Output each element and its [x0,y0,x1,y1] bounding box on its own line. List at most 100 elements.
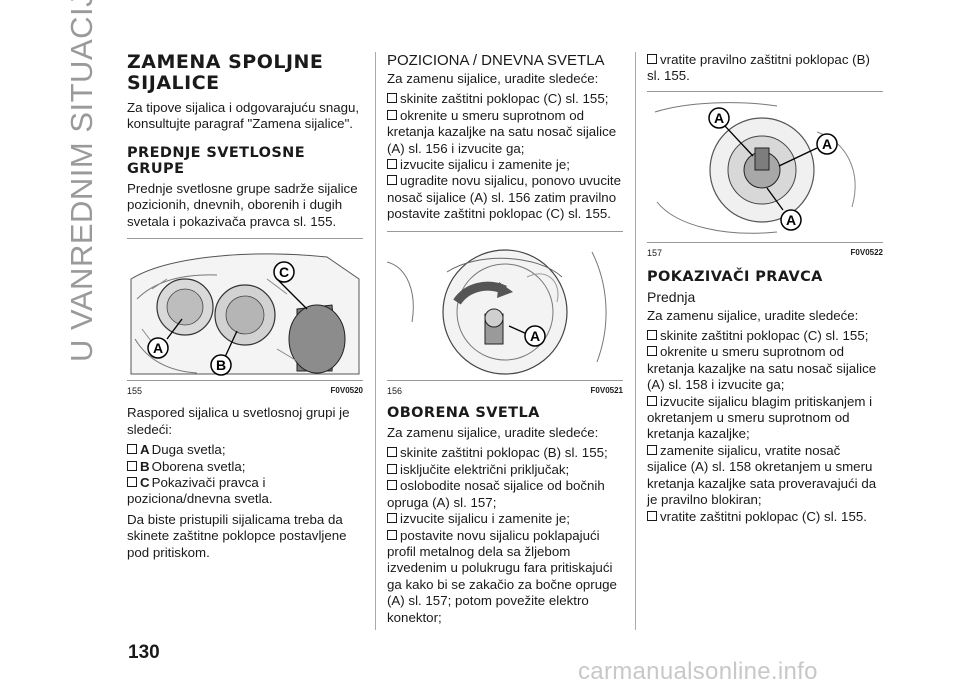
column-3: vratite pravilno zaštitni poklopac (B) s… [647,52,883,525]
checkbox-icon [127,460,137,471]
step-text: izvucite sijalicu i zamenite je; [400,511,570,527]
callout-a: A [530,328,540,344]
step-item: vratite pravilno zaštitni poklopac (B) s… [647,52,883,85]
step-item: skinite zaštitni poklopac (C) sl. 155; [647,328,883,344]
column-divider [635,52,636,630]
step-text: vratite pravilno zaštitni poklopac (B) s… [647,52,870,84]
figure-caption: 155 F0V0520 [127,383,363,399]
item-letter: A [140,442,150,458]
checkbox-icon [387,529,397,540]
checkbox-icon [387,463,397,474]
step-text: skinite zaštitni poklopac (C) sl. 155; [400,91,609,107]
item-text: Duga svetla; [151,442,226,458]
subsection-title-line2: GRUPE [127,160,185,177]
step-item: izvucite sijalicu blagim pritiskanjem i … [647,394,883,443]
step-item: okrenite u smeru suprotnom od kretanja k… [647,344,883,393]
item-letter: B [140,458,150,474]
checkbox-icon [647,346,657,357]
checkbox-icon [647,395,657,406]
checkbox-icon [387,109,397,120]
step-text: vratite zaštitni poklopac (C) sl. 155. [660,508,867,524]
step-item: ugradite novu sijalicu, ponovo uvucite n… [387,173,623,222]
checkbox-icon [127,477,137,488]
figure-caption: 157 F0V0522 [647,245,883,261]
figure-code: F0V0522 [850,247,883,257]
step-item: skinite zaštitni poklopac (B) sl. 155; [387,445,623,461]
checkbox-icon [387,93,397,104]
checkbox-icon [387,480,397,491]
item-letter: C [140,475,150,491]
step-text: skinite zaštitni poklopac (B) sl. 155; [400,445,608,461]
figure-code: F0V0520 [330,386,363,396]
checkbox-icon [647,54,657,64]
figure-number: 156 [387,385,403,396]
closing-text: Da biste pristupili sijalicama treba da … [127,511,347,560]
steps-list: skinite zaštitni poklopac (C) sl. 155; o… [647,328,883,525]
section-title-line2: SIJALICE [127,72,220,94]
subsection-title: OBORENA SVETLA [387,405,540,422]
headlight-illustration: A B C [127,239,363,381]
step-item: izvucite sijalicu i zamenite je; [387,157,623,173]
figure-157: A A A [647,90,883,243]
figure-caption: 156 F0V0521 [387,383,623,399]
step-text: okrenite u smeru suprotnom od kretanja k… [647,344,877,393]
callout-a: A [822,136,832,152]
side-title-text: U VANREDNIM SITUACIJAMA [64,0,99,362]
step-text: postavite novu sijalicu poklapajući prof… [387,527,617,625]
figure-number: 155 [127,386,143,397]
figure-code: F0V0521 [590,385,623,395]
sub-steps-list: skinite zaštitni poklopac (B) sl. 155; i… [387,445,623,625]
item-text: Oborena svetla; [151,458,246,474]
footer-watermark: carmanualsonline.info [578,658,818,685]
bulb-holder-illustration: A [387,231,623,380]
subsection-text: Prednje svetlosne grupe sadrže sijalice … [127,180,358,229]
callout-a: A [714,110,724,126]
figure-156: A [387,230,623,381]
figure-155: A B C [127,238,363,382]
side-section-title: U VANREDNIM SITUACIJAMA [64,0,104,362]
subsection-title: Prednja [647,289,696,306]
step-item: okrenite u smeru suprotnom od kretanja k… [387,108,623,157]
step-text: izvucite sijalicu i zamenite je; [400,157,570,173]
page-number: 130 [128,642,160,663]
callout-b: B [216,357,226,373]
callout-a: A [153,340,163,356]
step-item: oslobodite nosač sijalice od bočnih opru… [387,478,623,511]
step-item: zamenite sijalicu, vratite nosač sijalic… [647,443,883,509]
column-2: POZICIONA / DNEVNA SVETLA Za zamenu sija… [387,52,623,626]
checkbox-icon [127,444,137,455]
step-text: okrenite u smeru suprotnom od kretanja k… [387,107,617,156]
checkbox-icon [647,510,657,521]
step-item: vratite zaštitni poklopac (C) sl. 155. [647,509,883,525]
callout-c: C [279,264,289,280]
step-text: zamenite sijalicu, vratite nosač sijalic… [647,442,877,508]
list-intro: Raspored sijalica u svetlosnoj grupi je … [127,405,350,437]
section-title: POZICIONA / DNEVNA SVETLA [387,52,605,69]
intro-text: Za tipove sijalica i odgovarajuću snagu,… [127,100,360,132]
section-title-line1: ZAMENA SPOLJNE [127,51,324,73]
steps-list: skinite zaštitni poklopac (C) sl. 155; o… [387,91,623,222]
item-text: Pokazivači pravca i pozicionа/dnevna sve… [127,475,273,507]
checkbox-icon [387,175,397,186]
step-item: isključite električni priključak; [387,462,623,478]
intro-text: Za zamenu sijalice, uradite sledeće: [387,71,599,86]
section-title: POKAZIVAČI PRAVCA [647,269,823,286]
figure-number: 157 [647,247,663,258]
checkbox-icon [387,447,397,458]
step-text: skinite zaštitni poklopac (C) sl. 155; [660,328,869,344]
step-text: oslobodite nosač sijalice od bočnih opru… [387,478,605,510]
step-text: ugradite novu sijalicu, ponovo uvucite n… [387,173,622,222]
callout-a: A [786,212,796,228]
subsection-title: PREDNJE SVETLOSNE GRUPE [127,145,363,177]
sub-intro: Za zamenu sijalice, uradite sledeće: [387,425,599,441]
column-1: ZAMENA SPOLJNE SIJALICE Za tipove sijali… [127,52,363,565]
step-item: postavite novu sijalicu poklapajući prof… [387,528,623,626]
checkbox-icon [647,444,657,455]
subsection-title-line1: PREDNJE SVETLOSNE [127,144,306,161]
checkbox-icon [647,330,657,341]
section-title: ZAMENA SPOLJNE SIJALICE [127,52,363,94]
low-beam-illustration: A A A [647,91,883,242]
